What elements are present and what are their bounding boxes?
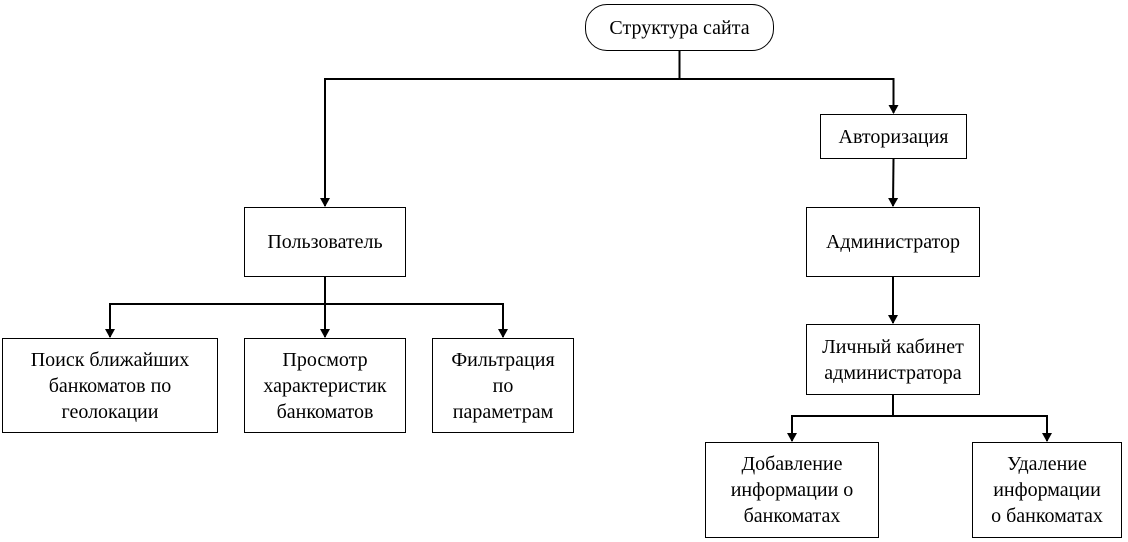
node-add-atm-info: Добавление информации о банкоматах: [705, 442, 879, 538]
node-authorization: Авторизация: [820, 114, 967, 159]
node-delete-atm-info: Удаление информации о банкоматах: [972, 442, 1122, 538]
node-admin-personal-cabinet: Личный кабинет администратора: [806, 324, 980, 395]
edge-cabinet-to-add: [787, 395, 894, 442]
node-view-atm-characteristics: Просмотр характеристик банкоматов: [244, 338, 406, 433]
edge-root-to-user: [320, 51, 681, 207]
node-site-structure: Структура сайта: [585, 4, 774, 51]
node-administrator: Администратор: [806, 207, 980, 277]
edge-user-to-filter: [324, 277, 508, 338]
edge-auth-to-admin: [888, 158, 899, 207]
edge-root-to-auth: [678, 51, 899, 114]
node-search-atms-geolocation: Поиск ближайших банкоматов по геолокации: [2, 338, 218, 433]
edge-user-to-search: [105, 277, 326, 338]
edge-cabinet-to-del: [892, 395, 1052, 442]
node-user: Пользователь: [244, 207, 406, 277]
node-filter-by-parameters: Фильтрация по параметрам: [432, 338, 574, 433]
